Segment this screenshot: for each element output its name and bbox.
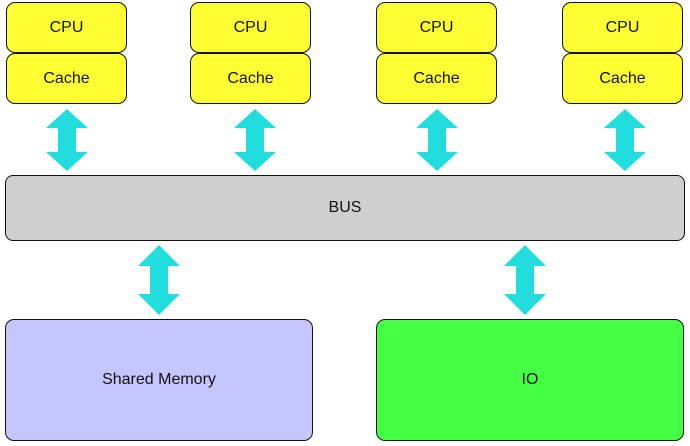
cache-box-1: Cache (6, 53, 127, 104)
cpu-box-4: CPU (562, 2, 683, 53)
shared-memory-box: Shared Memory (5, 319, 313, 441)
cache-bus-arrow-icon-3 (416, 109, 458, 171)
cpu-box-1: CPU (6, 2, 127, 53)
cpu-box-2: CPU (190, 2, 311, 53)
cache-bus-arrow-icon-1 (46, 109, 88, 171)
cache-bus-arrow-icon-4 (604, 109, 646, 171)
bus-memory-arrow-icon (138, 245, 180, 315)
cache-box-3: Cache (376, 53, 497, 104)
cache-box-4: Cache (562, 53, 683, 104)
cache-box-2: Cache (190, 53, 311, 104)
io-box: IO (376, 319, 684, 441)
bus-box: BUS (5, 175, 685, 241)
cpu-box-3: CPU (376, 2, 497, 53)
cache-bus-arrow-icon-2 (234, 109, 276, 171)
bus-io-arrow-icon (504, 245, 546, 315)
